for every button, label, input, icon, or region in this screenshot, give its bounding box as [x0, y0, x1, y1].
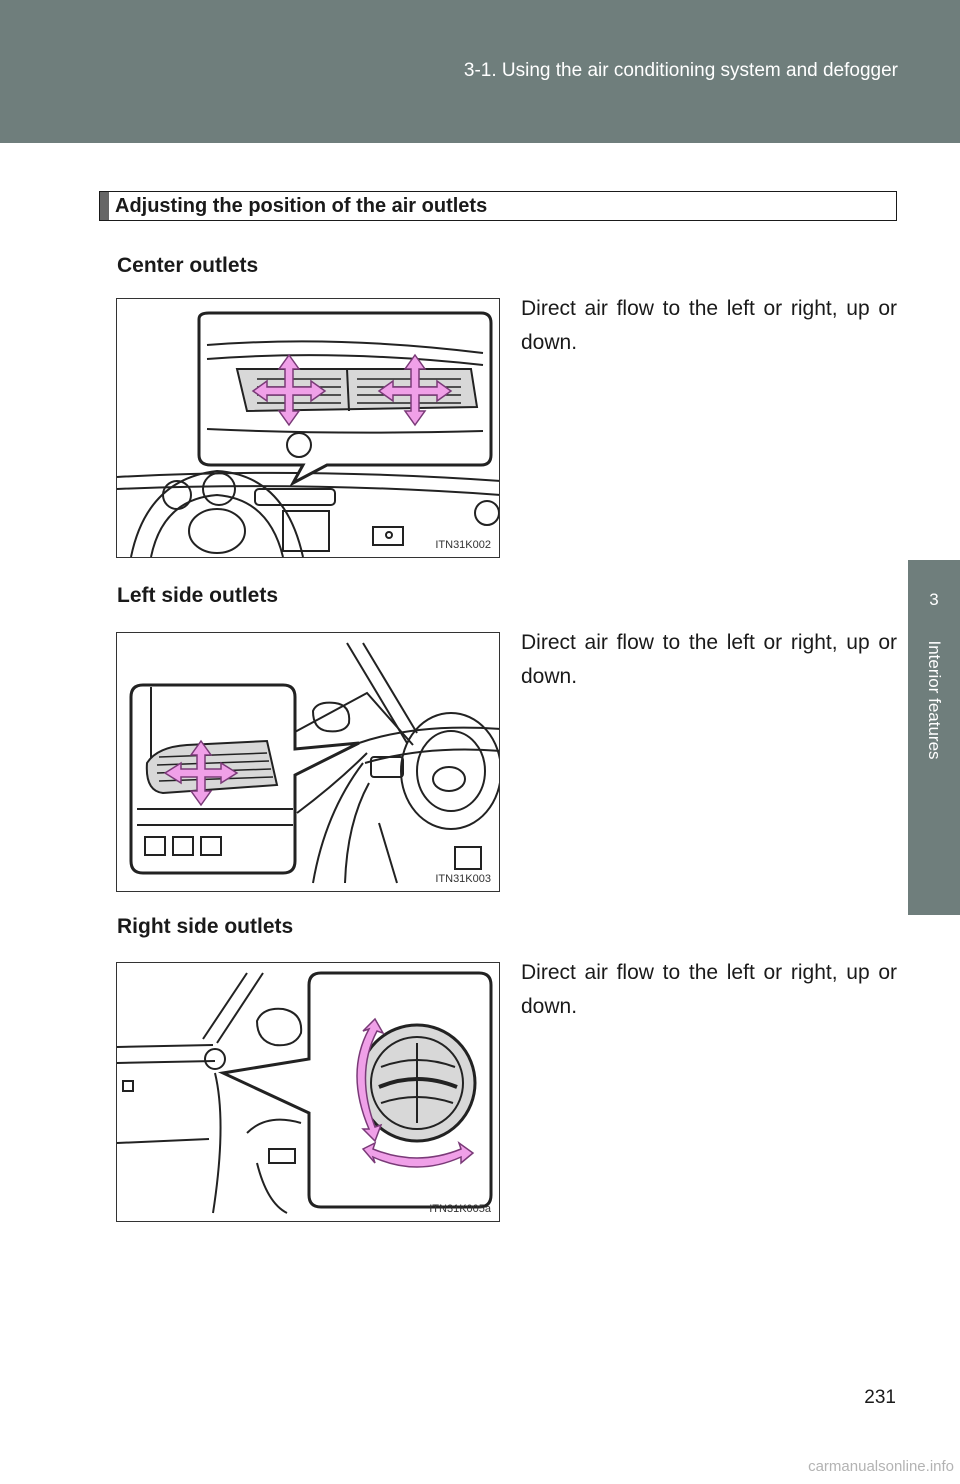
watermark: carmanualsonline.info: [808, 1458, 954, 1475]
left-side-outlets-illustration: [129, 642, 499, 884]
figure-code: ITN31K002: [435, 539, 491, 551]
chapter-number: 3: [929, 590, 939, 609]
left-side-outlets-heading: Left side outlets: [117, 584, 279, 607]
section-title: Adjusting the position of the air outlet…: [115, 195, 488, 217]
right-side-outlets-text: Direct air flow to the left or right, up…: [521, 961, 897, 1018]
page-header: 3-1. Using the air conditioning system a…: [0, 0, 960, 143]
page-number: 231: [864, 1387, 896, 1408]
right-side-outlets-illustration: [117, 971, 493, 1214]
figure-code: ITN31K005a: [429, 1203, 491, 1215]
chapter-title: 3-1. Using the air conditioning system a…: [463, 60, 898, 81]
left-side-outlets-figure: ITN31K003: [116, 632, 500, 892]
right-side-outlets-heading: Right side outlets: [117, 915, 294, 938]
airflow-arrows: [251, 353, 453, 427]
right-side-outlets-figure: ITN31K005a: [116, 962, 500, 1222]
center-outlets-heading: Center outlets: [117, 254, 259, 277]
chapter-side-tab: 3 Interior features: [908, 560, 960, 915]
left-side-outlets-text: Direct air flow to the left or right, up…: [521, 631, 897, 688]
section-title-bar: [100, 192, 109, 220]
figure-code: ITN31K003: [435, 873, 491, 885]
airflow-arrows: [163, 739, 239, 807]
center-outlets-illustration: [117, 311, 499, 557]
center-outlets-text: Direct air flow to the left or right, up…: [521, 297, 897, 354]
chapter-label: Interior features: [925, 640, 944, 760]
airflow-arrows: [356, 1017, 475, 1168]
section-title-box: Adjusting the position of the air outlet…: [99, 191, 897, 221]
center-outlets-figure: ITN31K002: [116, 298, 500, 558]
